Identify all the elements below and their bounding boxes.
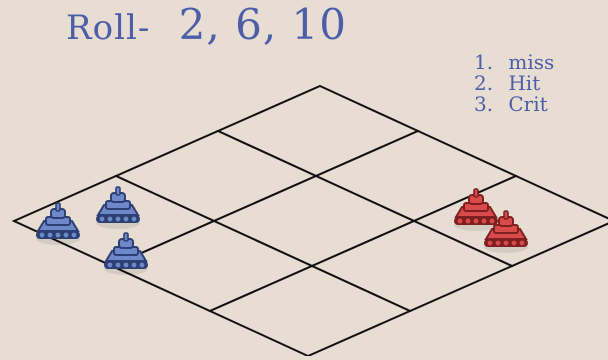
roll-values: 2, 6, 10 — [178, 0, 347, 49]
red-tank-2[interactable] — [484, 210, 528, 253]
board-cells — [11, 84, 608, 358]
blue-tank-1[interactable] — [36, 202, 80, 245]
legend-label: Hit — [508, 71, 541, 95]
legend-item-miss: 1. miss — [474, 52, 594, 73]
board-units — [36, 186, 528, 275]
legend-number: 1. — [474, 50, 494, 74]
legend-item-hit: 2. Hit — [474, 73, 594, 94]
legend-number: 2. — [474, 71, 494, 95]
roll-label: Roll- — [66, 8, 151, 48]
legend-label: miss — [508, 50, 555, 74]
legend-label: Crit — [508, 92, 548, 116]
legend-number: 3. — [474, 92, 494, 116]
roll-header: Roll- 2, 6, 10 — [66, 4, 347, 46]
red-tank-1[interactable] — [454, 188, 498, 231]
legend-item-crit: 3. Crit — [474, 94, 594, 115]
blue-tank-2[interactable] — [96, 186, 140, 229]
result-legend: 1. miss 2. Hit 3. Crit — [474, 52, 594, 115]
blue-tank-3[interactable] — [104, 232, 148, 275]
